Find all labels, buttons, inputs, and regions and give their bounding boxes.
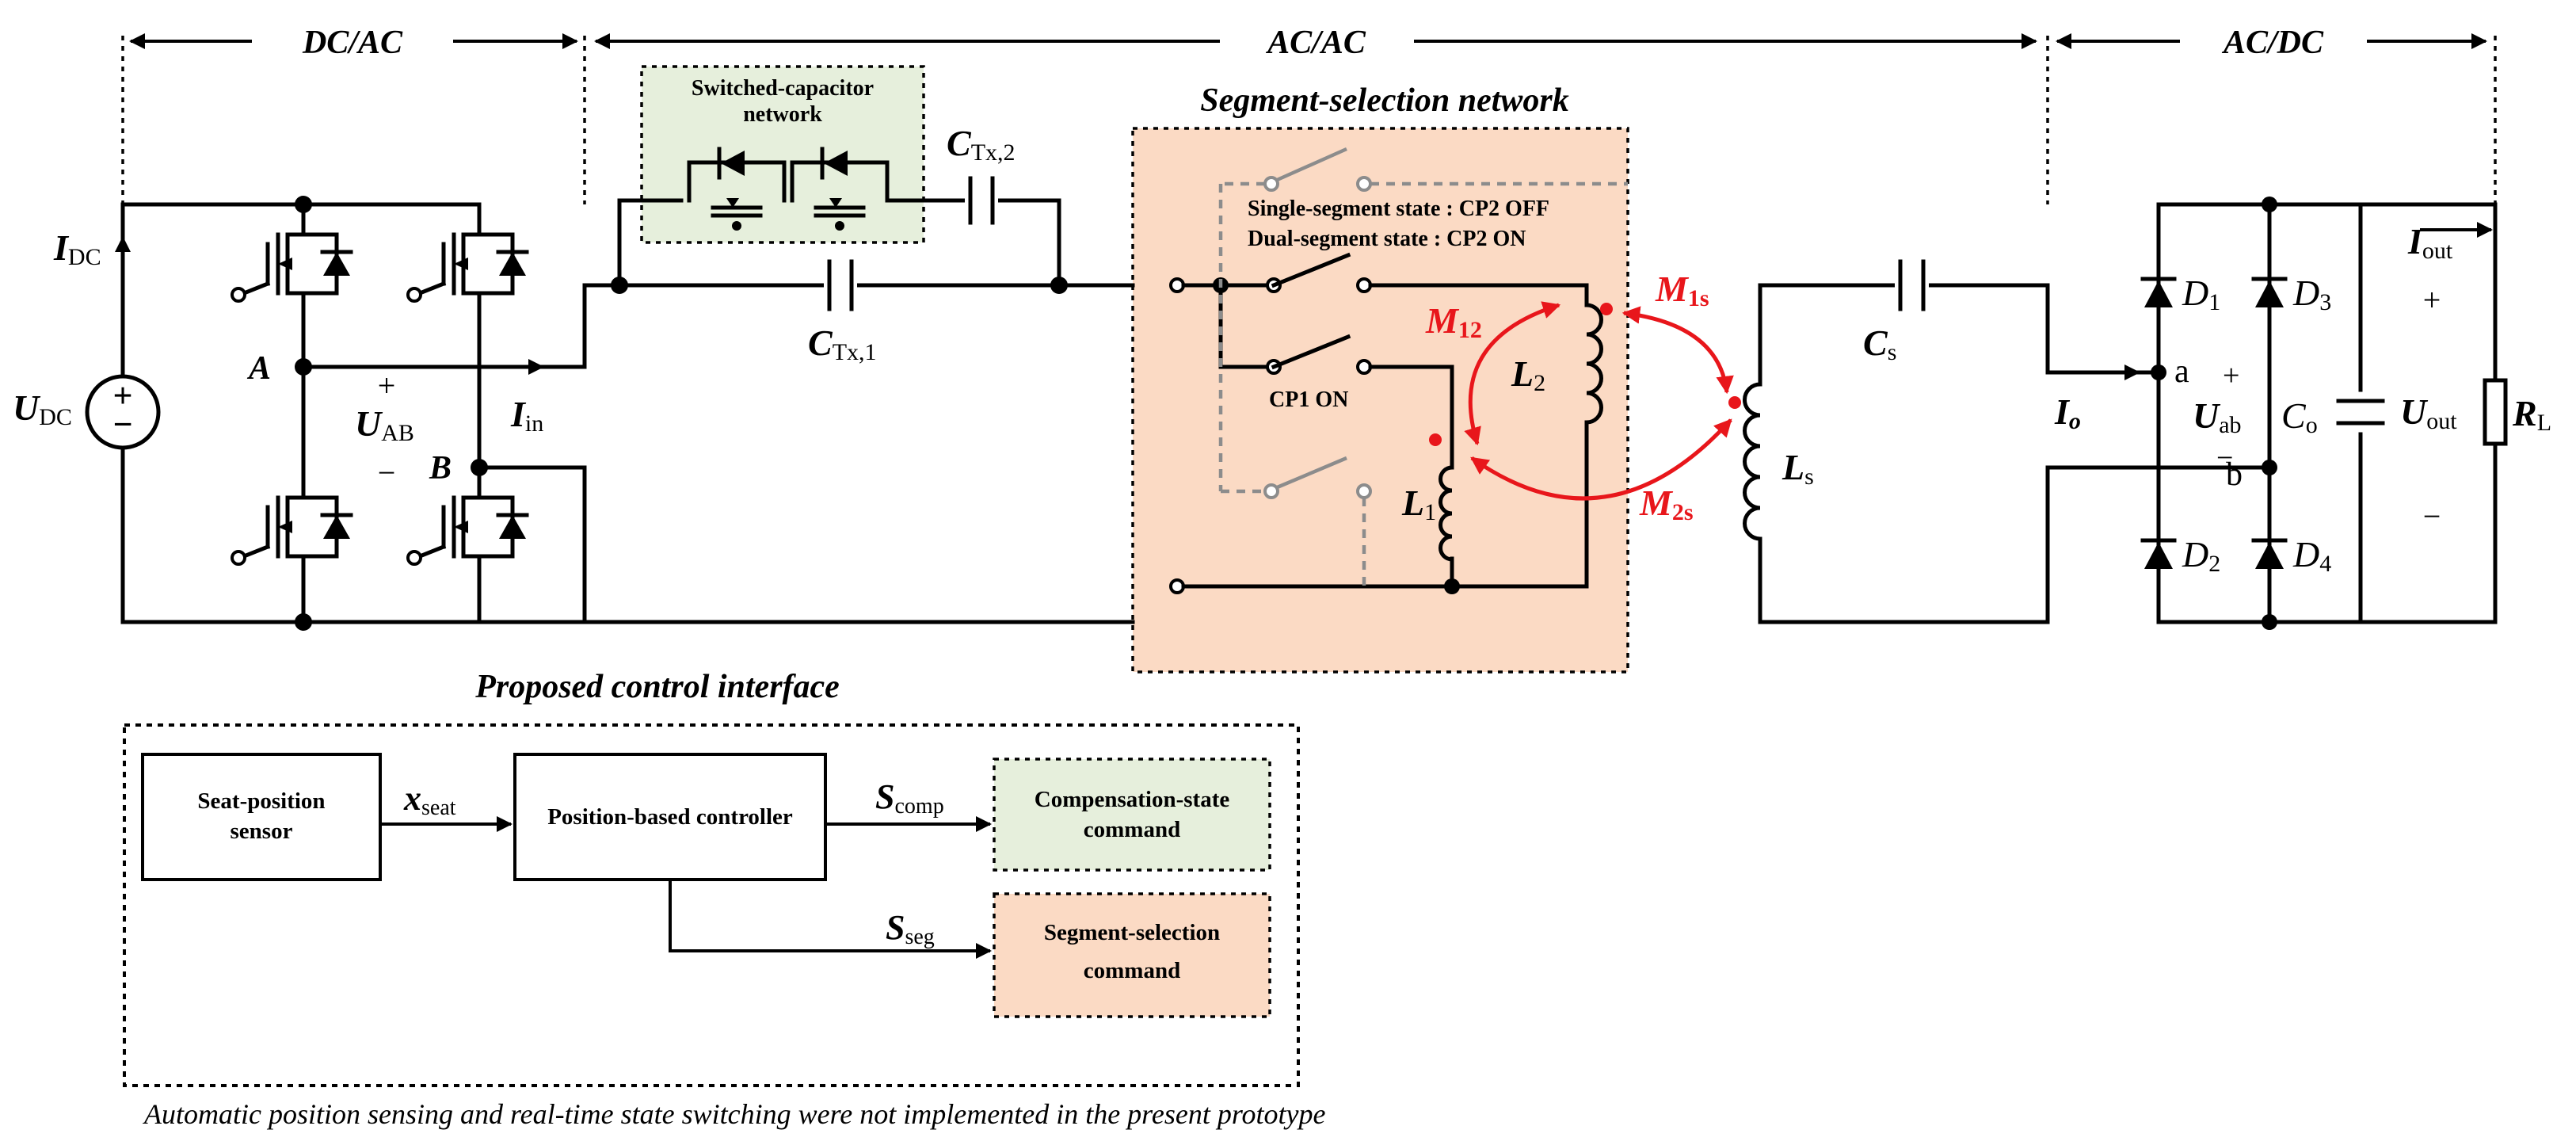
- segment-switch-wiring: [1169, 252, 1589, 594]
- s-seg-label: Sseg: [886, 908, 935, 949]
- mosfet-s3: [406, 202, 529, 369]
- switched-cap-device-2: [790, 147, 890, 231]
- iout-label: Iout: [2407, 221, 2453, 264]
- stage-label-acdc: AC/DC: [2221, 25, 2324, 61]
- seg-cmd-line-1: Segment-selection: [1044, 920, 1220, 945]
- cs-capacitor: [1895, 259, 1929, 311]
- coil-ls: [1743, 382, 1762, 541]
- u-ab-plus: +: [378, 368, 396, 403]
- m1s-label: M1s: [1655, 269, 1709, 311]
- m12-label: M12: [1425, 300, 1482, 343]
- cs-label: Cs: [1863, 323, 1896, 365]
- single-segment-state: Single-segment state : CP2 OFF: [1248, 197, 1549, 221]
- node-b-label: B: [429, 450, 452, 487]
- control-region: [123, 723, 1300, 1087]
- svg-text:−: −: [112, 405, 132, 444]
- diode-d4: [2251, 538, 2288, 569]
- sensor-line-1: Seat-position: [197, 788, 325, 814]
- node-a-low: a: [2174, 353, 2189, 390]
- diode-d2: [2140, 538, 2177, 569]
- uab-low-minus: −: [2216, 441, 2233, 475]
- sensor-line-2: sensor: [231, 819, 293, 844]
- uout-minus: −: [2423, 498, 2441, 534]
- comp-cmd-line-1: Compensation-state: [1035, 787, 1230, 812]
- mosfet-s2: [231, 465, 353, 624]
- inverter-mosfets: [231, 202, 529, 624]
- s-comp-label: Scomp: [875, 777, 944, 819]
- switched-cap-title-1: Switched-capacitor: [692, 76, 874, 101]
- uab-low-plus: +: [2223, 359, 2239, 392]
- rectifier-diodes: [2140, 277, 2288, 569]
- segment-coils: [1439, 303, 1762, 562]
- mutual-arrows: [1464, 301, 1734, 501]
- controller-box: [513, 753, 827, 881]
- i-dc-label: IDC: [53, 227, 101, 270]
- co-capacitor: [2336, 399, 2385, 426]
- segment-command-box: [993, 892, 1271, 1018]
- d1-label: D1: [2182, 273, 2220, 315]
- diode-d1: [2140, 277, 2177, 307]
- stage-boundaries: [121, 36, 2497, 204]
- cp1-label: CP1 ON: [1269, 387, 1348, 412]
- ctx2-capacitor: [965, 176, 998, 225]
- u-ab-minus: −: [378, 455, 396, 490]
- svg-text:+: +: [112, 376, 132, 415]
- controller-label: Position-based controller: [547, 804, 793, 830]
- compensation-command-box: [993, 758, 1271, 872]
- footnote: Automatic position sensing and real-time…: [143, 1098, 1325, 1130]
- dc-source: + −: [85, 202, 161, 624]
- dual-segment-state: Dual-segment state : CP2 ON: [1248, 227, 1526, 251]
- switched-cap-title-2: network: [743, 102, 822, 127]
- coil-l2: [1584, 303, 1603, 425]
- segment-selection-title: Segment-selection network: [1200, 82, 1569, 119]
- co-label: Co: [2281, 395, 2318, 438]
- io-label: Io: [2054, 391, 2081, 434]
- ctx1-label: CTx,1: [808, 323, 877, 365]
- u-dc-label: UDC: [13, 387, 72, 430]
- uout-plus: +: [2423, 282, 2441, 318]
- rl-label: RL: [2512, 393, 2551, 436]
- switched-cap-device-1: [687, 147, 787, 231]
- node-b-low: b: [2226, 456, 2243, 493]
- control-title: Proposed control interface: [474, 669, 840, 705]
- coil-l1: [1439, 465, 1454, 562]
- switched-cap-mosfets: [687, 147, 890, 231]
- uout-label: Uout: [2400, 391, 2457, 434]
- load-resistor: [2420, 222, 2508, 446]
- ctx2-label: CTx,2: [947, 123, 1016, 166]
- x-seat-label: xseat: [403, 779, 456, 820]
- l1-label: L1: [1401, 483, 1436, 525]
- l2-dot: [1600, 303, 1613, 315]
- stage-label-dcac: DC/AC: [302, 25, 403, 61]
- mosfet-s4: [406, 465, 529, 624]
- tx-capacitor-wiring: [582, 198, 1135, 294]
- i-in-label: Iin: [510, 394, 543, 437]
- u-ab-label: UAB: [355, 403, 414, 446]
- d2-label: D2: [2182, 534, 2220, 577]
- node-a-label: A: [246, 350, 271, 387]
- d4-label: D4: [2292, 534, 2331, 577]
- mosfet-s1: [231, 202, 353, 369]
- diode-d3: [2251, 277, 2288, 307]
- switched-capacitor-region: [640, 65, 925, 244]
- ctx1-capacitor: [824, 259, 857, 311]
- seg-cmd-line-2: command: [1084, 958, 1180, 983]
- sensor-box: [141, 753, 382, 881]
- grey-switches: [1218, 147, 1628, 586]
- comp-cmd-line-2: command: [1084, 817, 1180, 842]
- d3-label: D3: [2292, 273, 2331, 315]
- stage-label-acac: AC/AC: [1265, 25, 1366, 61]
- s-seg-arrow: [669, 880, 992, 959]
- uab-low-label: Uab: [2193, 395, 2242, 438]
- m2s-label: M2s: [1639, 483, 1694, 525]
- ls-dot: [1728, 396, 1741, 409]
- l1-dot: [1429, 433, 1442, 446]
- ls-label: Ls: [1781, 447, 1814, 490]
